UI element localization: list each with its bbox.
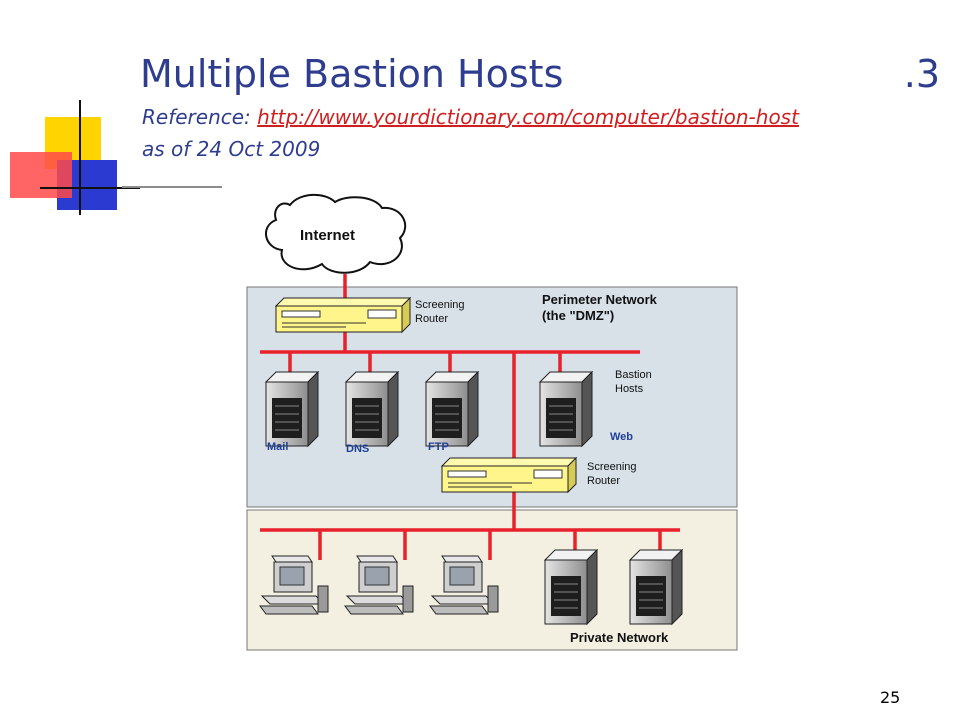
- internet-cloud: [265, 193, 407, 274]
- dns-label: DNS: [346, 443, 369, 455]
- ftp-label: FTP: [428, 441, 449, 453]
- network-diagram: Internet Screening Router Perimeter Netw…: [246, 193, 738, 651]
- mail-server: [265, 371, 319, 447]
- bastion-label-2: Hosts: [615, 383, 644, 395]
- page-number: 25: [880, 688, 901, 707]
- ftp-server: [425, 371, 479, 447]
- web-server: [539, 371, 593, 447]
- title-divider: [122, 186, 222, 188]
- reference-line: Reference: http://www.yourdictionary.com…: [142, 105, 799, 129]
- slide-decoration: [10, 100, 140, 215]
- internet-label: Internet: [300, 227, 355, 244]
- reference-date: as of 24 Oct 2009: [142, 137, 321, 161]
- web-label: Web: [610, 431, 633, 443]
- dns-server: [345, 371, 399, 447]
- red-square: [10, 152, 72, 198]
- router-top-label-1: Screening: [415, 299, 465, 311]
- perimeter-label-2: (the "DMZ"): [542, 308, 614, 323]
- reference-link[interactable]: http://www.yourdictionary.com/computer/b…: [257, 105, 799, 129]
- title-text: Multiple Bastion Hosts: [140, 52, 564, 96]
- router-bottom-label-2: Router: [587, 475, 620, 487]
- screening-router-bottom: [441, 457, 577, 493]
- private-server-2: [629, 549, 683, 625]
- router-top-label-2: Router: [415, 313, 448, 325]
- title-number: .3: [903, 52, 940, 96]
- network-cables: [260, 274, 680, 560]
- mail-label: Mail: [267, 441, 288, 453]
- reference-label: Reference:: [142, 105, 258, 129]
- private-network-label: Private Network: [570, 630, 669, 645]
- screening-router-top: [275, 297, 411, 333]
- perimeter-label-1: Perimeter Network: [542, 292, 658, 307]
- slide-title: Multiple Bastion Hosts .3: [140, 52, 940, 96]
- private-server-1: [544, 549, 598, 625]
- bastion-label-1: Bastion: [615, 369, 652, 381]
- router-bottom-label-1: Screening: [587, 461, 637, 473]
